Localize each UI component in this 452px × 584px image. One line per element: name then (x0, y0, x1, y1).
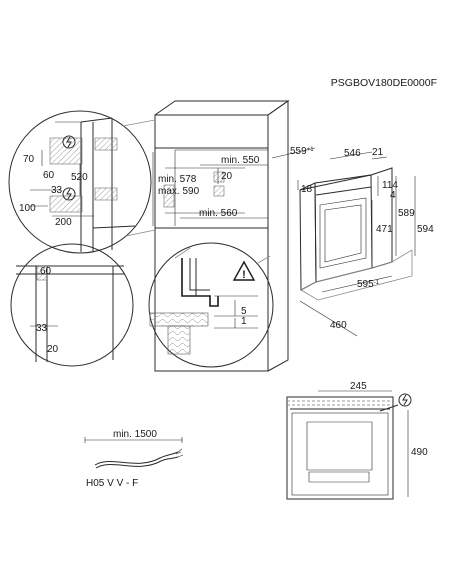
detail-top-left: 70 60 520 33 100 200 (8, 110, 156, 254)
dim-594: 594 (417, 224, 434, 235)
cable-type: H05 V V - F (86, 478, 138, 489)
dim-33-bottom: 33 (36, 323, 48, 334)
dim-546: 546 (344, 148, 361, 159)
dim-60-bottom: 60 (40, 266, 52, 277)
cable-spec: min. 1500 H05 V V - F (84, 429, 184, 489)
dim-5: 5 (241, 306, 247, 317)
detail-bottom-mid: 5 1 ! (148, 242, 274, 368)
oven-perspective (299, 167, 413, 301)
dim-20-cabinet: 20 (221, 171, 233, 182)
tall-cabinet (154, 100, 290, 372)
dim-589: 589 (398, 208, 415, 219)
dim-114: 114 (382, 180, 398, 191)
cabinet-dimensions: min. 550 min. 578 max. 590 20 min. 560 (152, 152, 268, 226)
cable-min-length: min. 1500 (113, 429, 157, 440)
dim-1: 1 (241, 316, 247, 327)
dim-245: 245 (350, 381, 367, 392)
dim-460: 460 (330, 320, 347, 331)
dim-4: 4 (390, 190, 396, 201)
oven-dimensions: 559+1 546 21 18 114 4 471 589 594 595-1 … (271, 146, 434, 337)
dim-min-578: min. 578 (158, 174, 197, 185)
dim-595: 595-1 (357, 279, 380, 290)
dim-70: 70 (23, 154, 35, 165)
dim-20-bottom: 20 (47, 344, 59, 355)
dim-21: 21 (372, 147, 384, 158)
detail-bottom-left: 60 33 20 (10, 243, 134, 367)
front-view: 245 490 (286, 381, 428, 500)
model-code: PSGBOV180DE0000F (331, 77, 437, 89)
warning-mark: ! (242, 269, 246, 281)
dim-18: 18 (301, 184, 313, 195)
dim-min-560: min. 560 (199, 208, 238, 219)
dim-33-top: 33 (51, 185, 63, 196)
dim-60-top: 60 (43, 170, 55, 181)
dim-max-590: max. 590 (158, 186, 200, 197)
dim-559: 559+1 (290, 146, 314, 157)
dim-520: 520 (71, 172, 88, 183)
dim-490: 490 (411, 447, 428, 458)
dim-200: 200 (55, 217, 72, 228)
dim-471: 471 (376, 224, 393, 235)
warning-icon: ! (232, 260, 256, 281)
dim-100: 100 (19, 203, 36, 214)
dim-min-550: min. 550 (221, 155, 260, 166)
